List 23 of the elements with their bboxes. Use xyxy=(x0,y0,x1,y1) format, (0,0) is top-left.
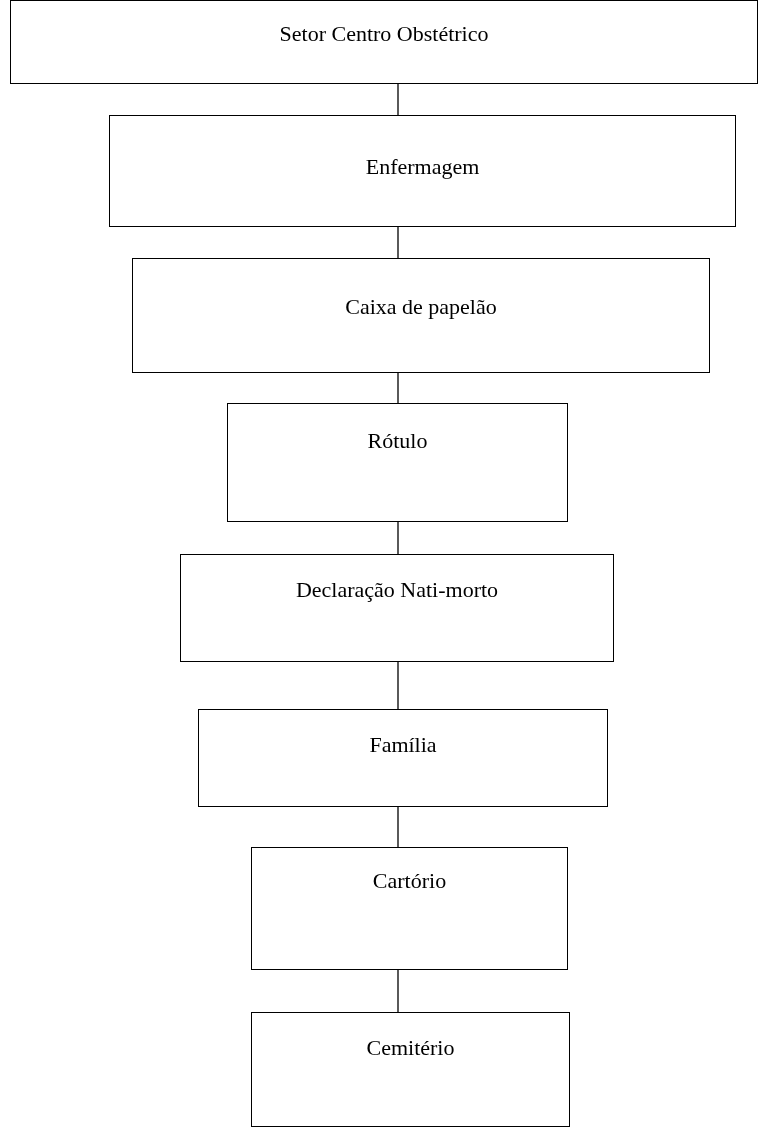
connector-line xyxy=(397,806,399,848)
connector-line xyxy=(397,372,399,404)
process-box xyxy=(227,403,568,522)
process-box xyxy=(198,709,608,807)
box-label: Cemitério xyxy=(366,1035,455,1062)
connector-line xyxy=(397,521,399,555)
process-box xyxy=(132,258,710,373)
connector-line xyxy=(397,83,399,116)
process-box xyxy=(180,554,614,662)
connector-line xyxy=(397,226,399,259)
process-box xyxy=(109,115,736,227)
box-label: Declaração Nati-morto xyxy=(295,577,499,604)
process-box xyxy=(251,1012,570,1127)
process-box xyxy=(10,0,758,84)
box-label: Rótulo xyxy=(367,428,428,455)
connector-line xyxy=(397,661,399,710)
box-label: Família xyxy=(369,732,437,759)
box-label: Setor Centro Obstétrico xyxy=(279,21,489,48)
box-label: Enfermagem xyxy=(365,154,480,181)
process-box xyxy=(251,847,568,970)
box-label: Caixa de papelão xyxy=(345,294,497,321)
connector-line xyxy=(397,969,399,1013)
box-label: Cartório xyxy=(372,868,447,895)
